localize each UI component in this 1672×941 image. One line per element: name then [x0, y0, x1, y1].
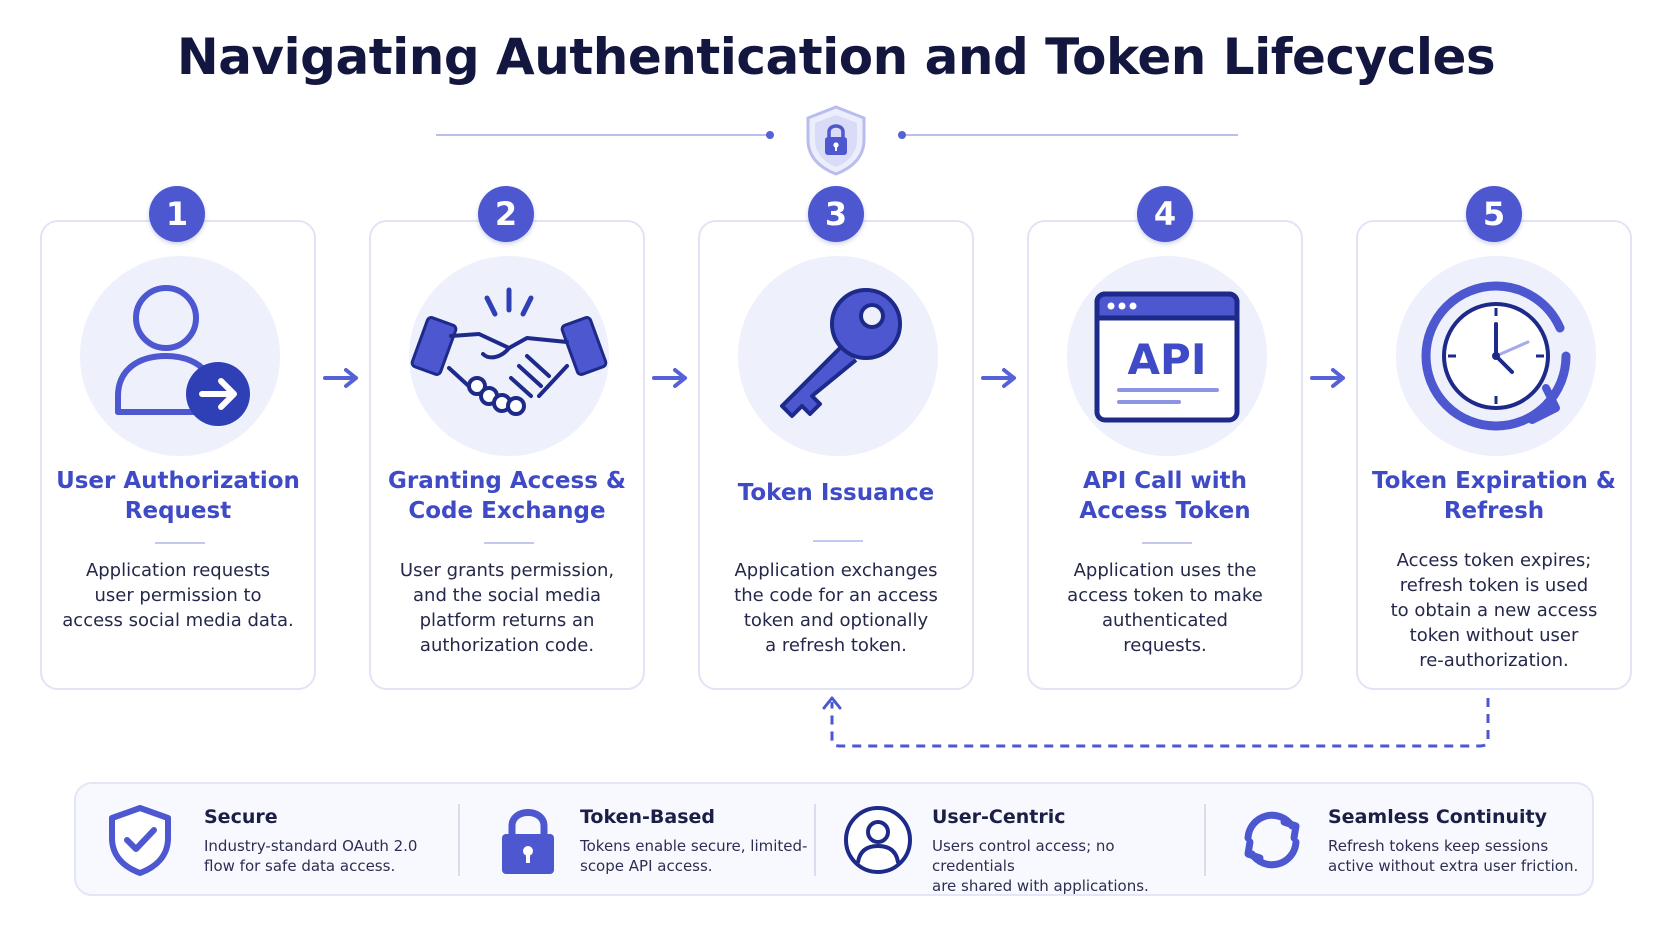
flow-arrow-icon	[652, 368, 687, 388]
flow-arrow-icon	[1310, 368, 1345, 388]
title-dot-left	[766, 131, 774, 139]
step-4-desc-line: authenticated	[1102, 610, 1228, 631]
step-2-desc-line: authorization code.	[419, 635, 595, 656]
step-4-badge: 4	[1137, 186, 1193, 242]
step-2-desc-line: and the social media	[413, 585, 601, 606]
features-bar: Secure Industry-standard OAuth 2.0 flow …	[74, 782, 1594, 896]
feature-user-centric: User-Centric Users control access; no cr…	[816, 784, 1206, 898]
step-4-desc-line: Application uses the	[1073, 560, 1257, 581]
feature-title: Seamless Continuity	[1328, 806, 1547, 828]
feature-desc-line: scope API access.	[580, 857, 713, 875]
step-5-title-line2: Refresh	[1443, 498, 1545, 524]
step-5-title-line1: Token Expiration &	[1372, 468, 1616, 494]
step-2-desc-line: User grants permission,	[399, 560, 615, 581]
flow-arrow-icon	[323, 368, 358, 388]
feature-title: Secure	[204, 806, 278, 828]
step-3-desc-line: a refresh token.	[765, 635, 907, 656]
step-1-title-line1: User Authorization	[56, 468, 300, 494]
step-4-title-line1: API Call with	[1083, 468, 1247, 494]
flow-arrow-icon	[981, 368, 1016, 388]
title-rule-right	[906, 134, 1238, 136]
clock-refresh-icon	[1421, 281, 1571, 431]
step-5-desc-line: token without user	[1409, 625, 1579, 646]
api-label: API	[1128, 335, 1207, 384]
feature-seamless-continuity: Seamless Continuity Refresh tokens keep …	[1206, 784, 1592, 898]
key-icon	[780, 288, 902, 418]
api-window-icon: API	[1094, 291, 1240, 423]
step-4-desc-line: requests.	[1123, 635, 1207, 656]
step-2-title-line1: Granting Access &	[388, 468, 626, 494]
page-title: Navigating Authentication and Token Life…	[176, 28, 1496, 86]
step-1-desc-line: user permission to	[94, 585, 262, 606]
step-5-desc-line: refresh token is used	[1399, 575, 1589, 596]
feature-token-based: Token-Based Tokens enable secure, limite…	[460, 784, 840, 898]
step-card-1: User Authorization Request Application r…	[40, 220, 316, 690]
feature-desc-line: active without extra user friction.	[1328, 857, 1579, 875]
feature-desc-line: Industry-standard OAuth 2.0	[204, 837, 418, 855]
feature-desc-line: Refresh tokens keep sessions	[1328, 837, 1549, 855]
step-2-desc-line: platform returns an	[419, 610, 595, 631]
user-arrow-icon	[115, 285, 250, 426]
step-1-title-line2: Request	[124, 498, 232, 524]
step-card-3: Token Issuance Application exchanges the…	[698, 220, 974, 690]
feature-secure: Secure Industry-standard OAuth 2.0 flow …	[76, 784, 456, 898]
step-card-2: Granting Access & Code Exchange User gra…	[369, 220, 645, 690]
step-card-5: Token Expiration & Refresh Access token …	[1356, 220, 1632, 690]
step-1-desc-line: Application requests	[85, 560, 271, 581]
step-1-desc-line: access social media data.	[62, 610, 294, 631]
step-4-title-line2: Access Token	[1079, 498, 1251, 524]
step-5-desc-line: re-authorization.	[1419, 650, 1569, 671]
step-card-4: API API Call with Access Token Applicati…	[1027, 220, 1303, 690]
step-5-badge: 5	[1466, 186, 1522, 242]
padlock-icon	[502, 809, 554, 874]
feature-desc-line: Tokens enable secure, limited-	[580, 837, 808, 855]
feature-desc-line: flow for safe data access.	[204, 857, 396, 875]
step-2-title-line2: Code Exchange	[408, 498, 606, 524]
step-3-desc-line: the code for an access	[734, 585, 938, 606]
feature-desc-line: are shared with applications.	[932, 877, 1149, 895]
step-3-badge: 3	[808, 186, 864, 242]
feature-title: User-Centric	[932, 806, 1066, 828]
step-3-desc-line: token and optionally	[743, 610, 929, 631]
user-circle-icon	[844, 806, 912, 874]
step-3-desc-line: Application exchanges	[734, 560, 938, 581]
feature-desc-line: Users control access; no credentials	[932, 837, 1115, 875]
step-5-desc-line: Access token expires;	[1396, 550, 1592, 571]
step-3-title-line1: Token Issuance	[737, 480, 935, 506]
step-2-badge: 2	[478, 186, 534, 242]
step-1-badge: 1	[149, 186, 205, 242]
title-dot-right	[898, 131, 906, 139]
title-rule-left	[436, 134, 770, 136]
shield-lock-icon	[806, 105, 866, 176]
handshake-icon	[410, 287, 608, 416]
step-4-desc-line: access token to make	[1067, 585, 1263, 606]
shield-check-icon	[109, 805, 171, 876]
step-5-desc-line: to obtain a new access	[1390, 600, 1598, 621]
refresh-loop-connector	[822, 696, 1490, 748]
feature-title: Token-Based	[580, 806, 716, 828]
sync-arrows-icon	[1244, 811, 1300, 869]
